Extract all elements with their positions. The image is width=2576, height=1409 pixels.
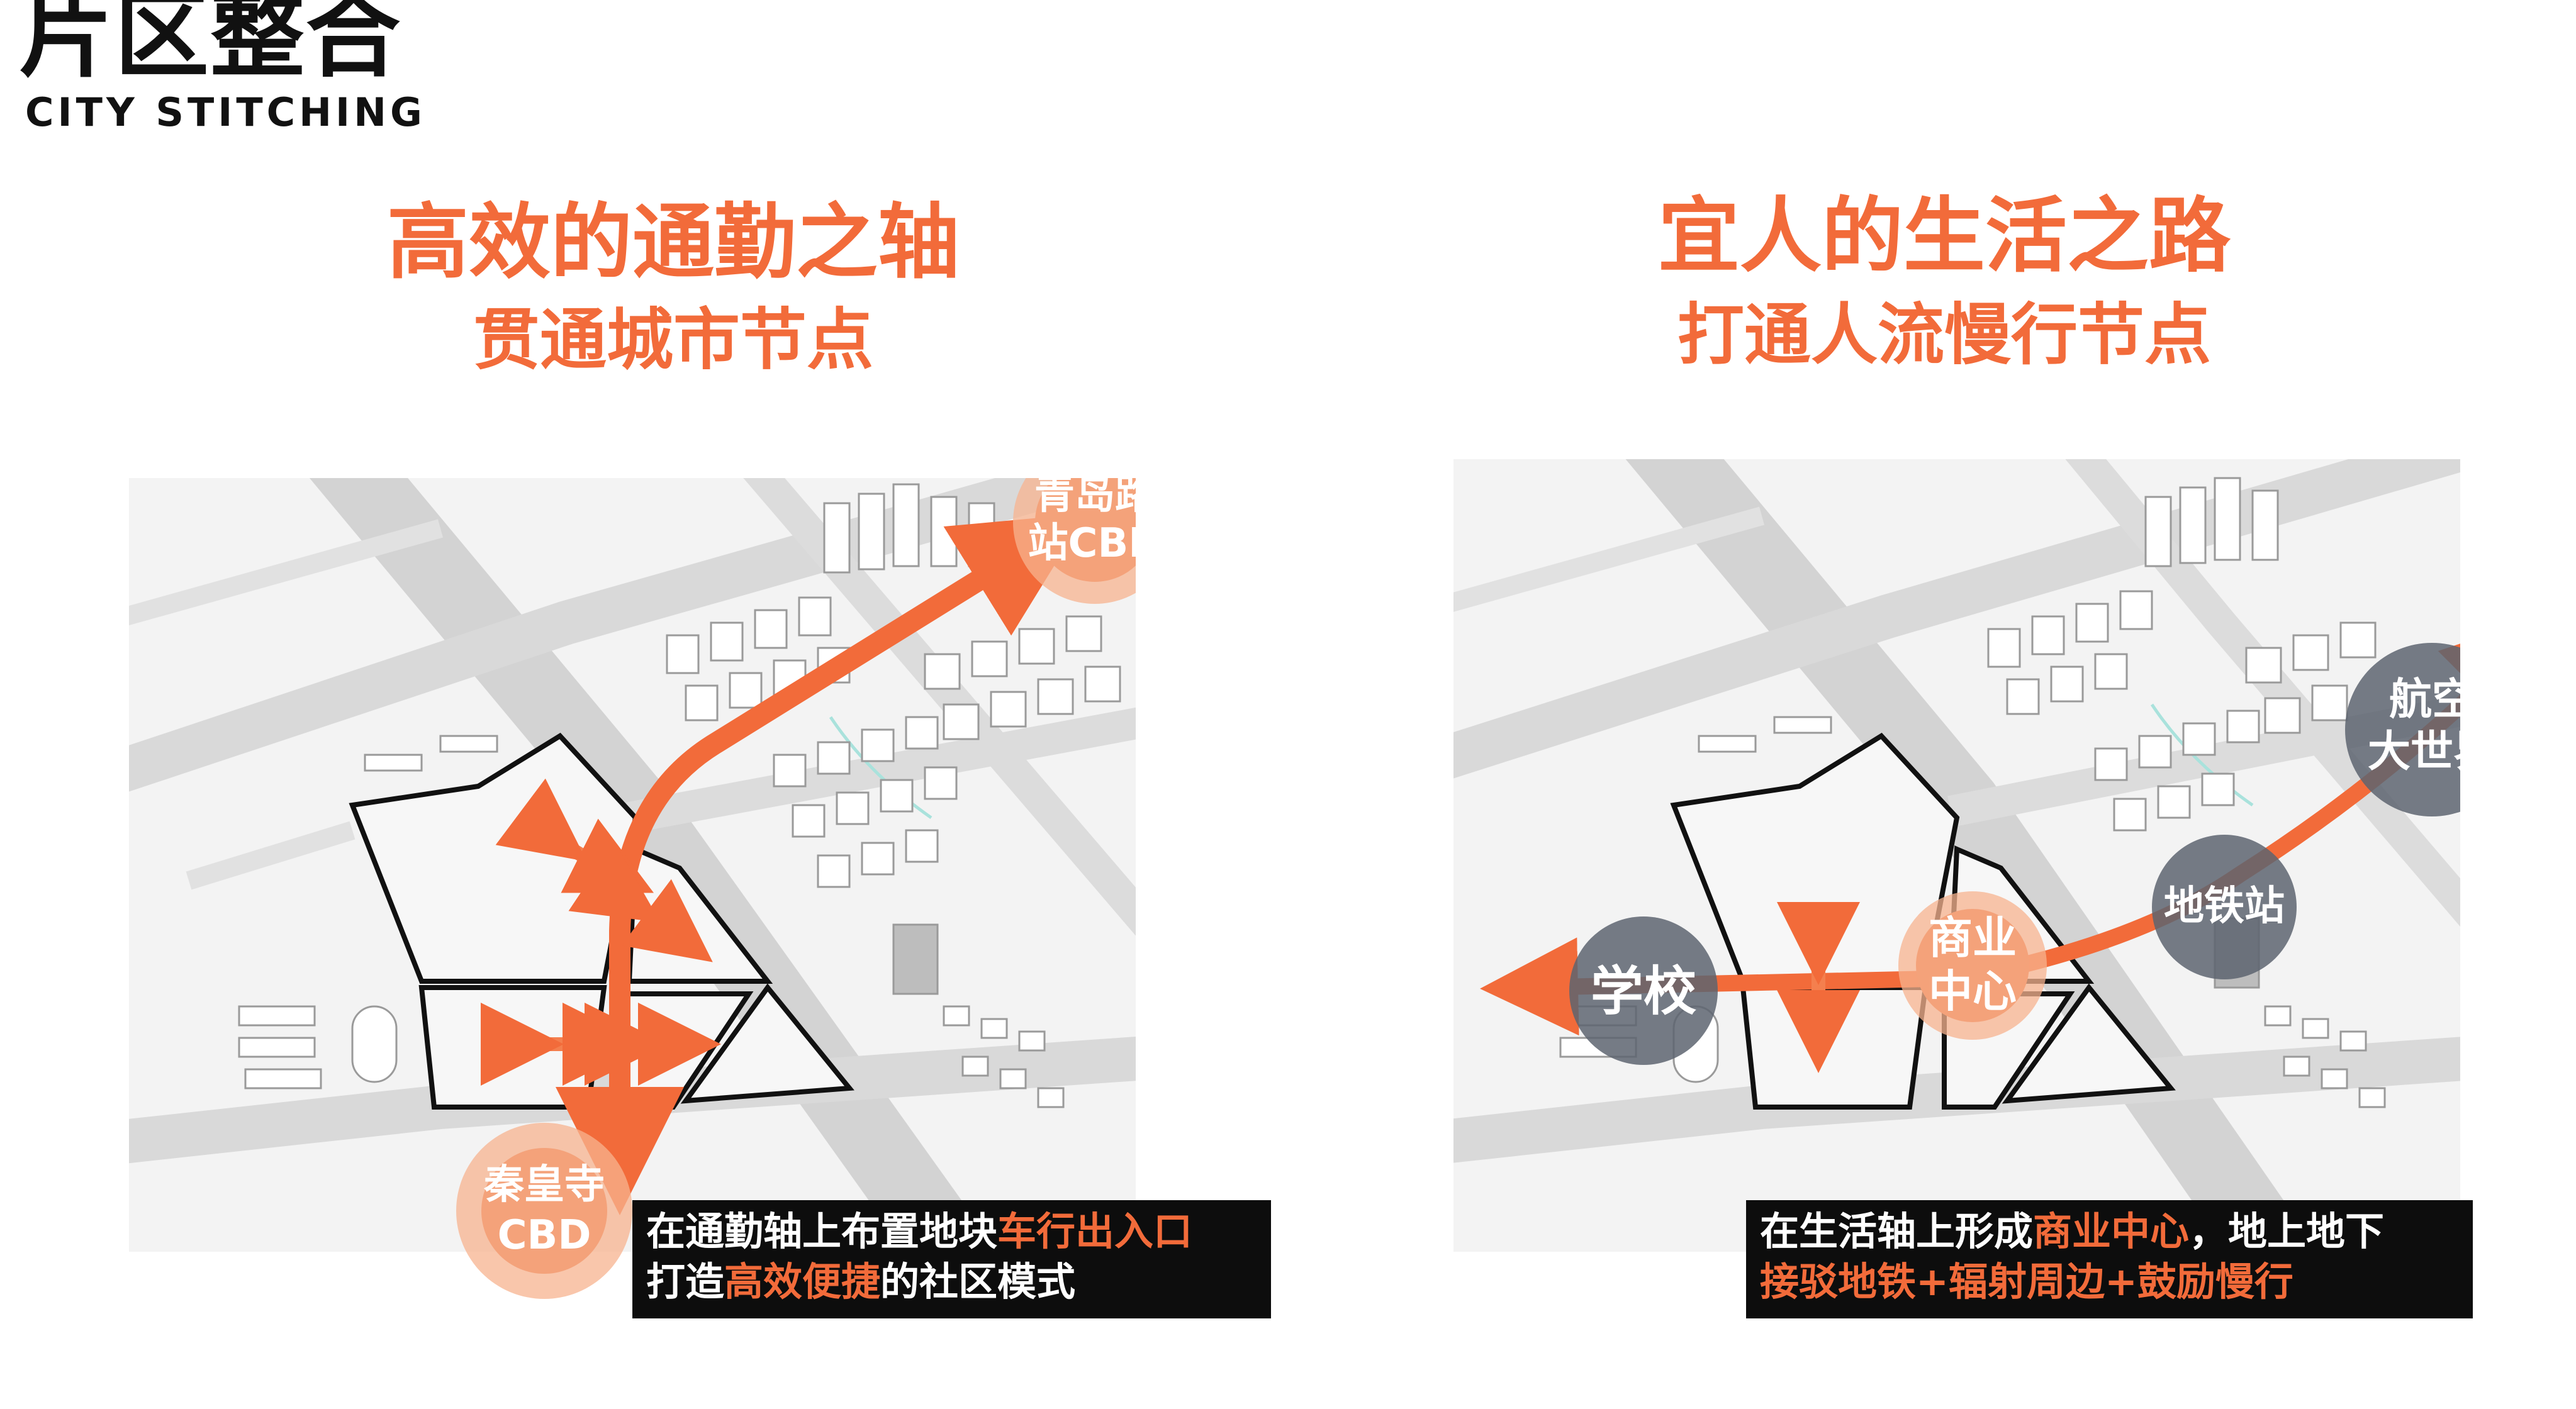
left-buildings-bottom	[238, 735, 1065, 1108]
right-node-metro-label: 地铁站	[2164, 883, 2285, 930]
left-heading-sub: 贯通城市节点	[473, 301, 873, 379]
right-minor-road	[1453, 506, 1765, 612]
left-cross-road	[129, 478, 1136, 792]
right-heading-main: 宜人的生活之路	[1657, 188, 2231, 284]
left-heading-main: 高效的通勤之轴	[386, 194, 960, 290]
right-node-aviation: 航空 大世界	[2345, 643, 2496, 816]
left-buildings-mid	[773, 615, 1121, 888]
right-node-commercial: 商业 中心	[1898, 891, 2047, 1040]
right-cross-road	[1453, 459, 2460, 779]
right-caption-highlight-1: 商业中心	[2033, 1208, 2190, 1254]
left-caption-highlight-2: 高效便捷	[724, 1259, 881, 1305]
right-node-aviation-label-1: 航空	[2389, 675, 2475, 725]
left-minor-road-2	[186, 821, 356, 890]
page-subtitle: CITY STITCHING	[25, 89, 426, 135]
left-entry-arrows	[481, 778, 721, 1086]
left-secondary-road-2	[626, 707, 1136, 833]
right-caption-line1: 在生活轴上形成商业中心，地上地下	[1760, 1206, 2459, 1257]
right-caption-line2: 接驳地铁+辐射周边+鼓励慢行	[1760, 1259, 2293, 1305]
left-caption-text-2c: 的社区模式	[880, 1259, 1076, 1305]
left-node-bottom: 秦皇寺 CBD	[456, 1123, 632, 1299]
left-minor-road	[129, 519, 444, 626]
right-caption-text-1c: ，地上地下	[2189, 1208, 2385, 1254]
left-node-top: 青岛路 站CBD	[1013, 472, 1162, 604]
right-map: 学校 商业 中心 地铁站 航空 大世界	[1453, 459, 2496, 1252]
left-node-top-label-1: 青岛路	[1034, 472, 1156, 518]
right-buildings	[1559, 477, 2386, 1108]
left-caption-line2: 打造高效便捷的社区模式	[646, 1257, 1257, 1307]
right-caption-box: 在生活轴上形成商业中心，地上地下 接驳地铁+辐射周边+鼓励慢行	[1746, 1200, 2473, 1318]
left-caption-line1: 在通勤轴上布置地块车行出入口	[646, 1206, 1257, 1257]
left-node-bottom-label-2: CBD	[498, 1212, 591, 1259]
right-node-commercial-label-1: 商业	[1929, 912, 2017, 964]
right-water-line	[2150, 703, 2254, 807]
right-node-school: 学校	[1569, 916, 1718, 1065]
left-caption-text-2a: 打造	[646, 1259, 725, 1305]
left-caption-text-1a: 在通勤轴上布置地块	[646, 1208, 998, 1254]
right-node-aviation-label-2: 大世界	[2368, 727, 2496, 777]
right-node-commercial-label-2: 中心	[1929, 966, 2017, 1017]
left-water-line	[829, 716, 932, 820]
right-axis-arrow-end	[2438, 616, 2460, 721]
left-caption-box: 在通勤轴上布置地块车行出入口 打造高效便捷的社区模式	[632, 1200, 1271, 1318]
left-node-bottom-label-1: 秦皇寺	[483, 1162, 605, 1208]
right-node-metro: 地铁站	[2152, 835, 2297, 979]
right-secondary-road	[2065, 459, 2460, 927]
right-node-school-label: 学校	[1591, 961, 1696, 1022]
right-heading-sub: 打通人流慢行节点	[1677, 296, 2211, 374]
page-title: 片区整合	[19, 0, 402, 91]
left-caption-highlight-1: 车行出入口	[997, 1208, 1193, 1254]
left-node-top-label-2: 站CBD	[1028, 520, 1162, 567]
right-caption-text-1a: 在生活轴上形成	[1760, 1208, 2034, 1254]
left-map: 青岛路 站CBD	[129, 472, 1162, 1252]
